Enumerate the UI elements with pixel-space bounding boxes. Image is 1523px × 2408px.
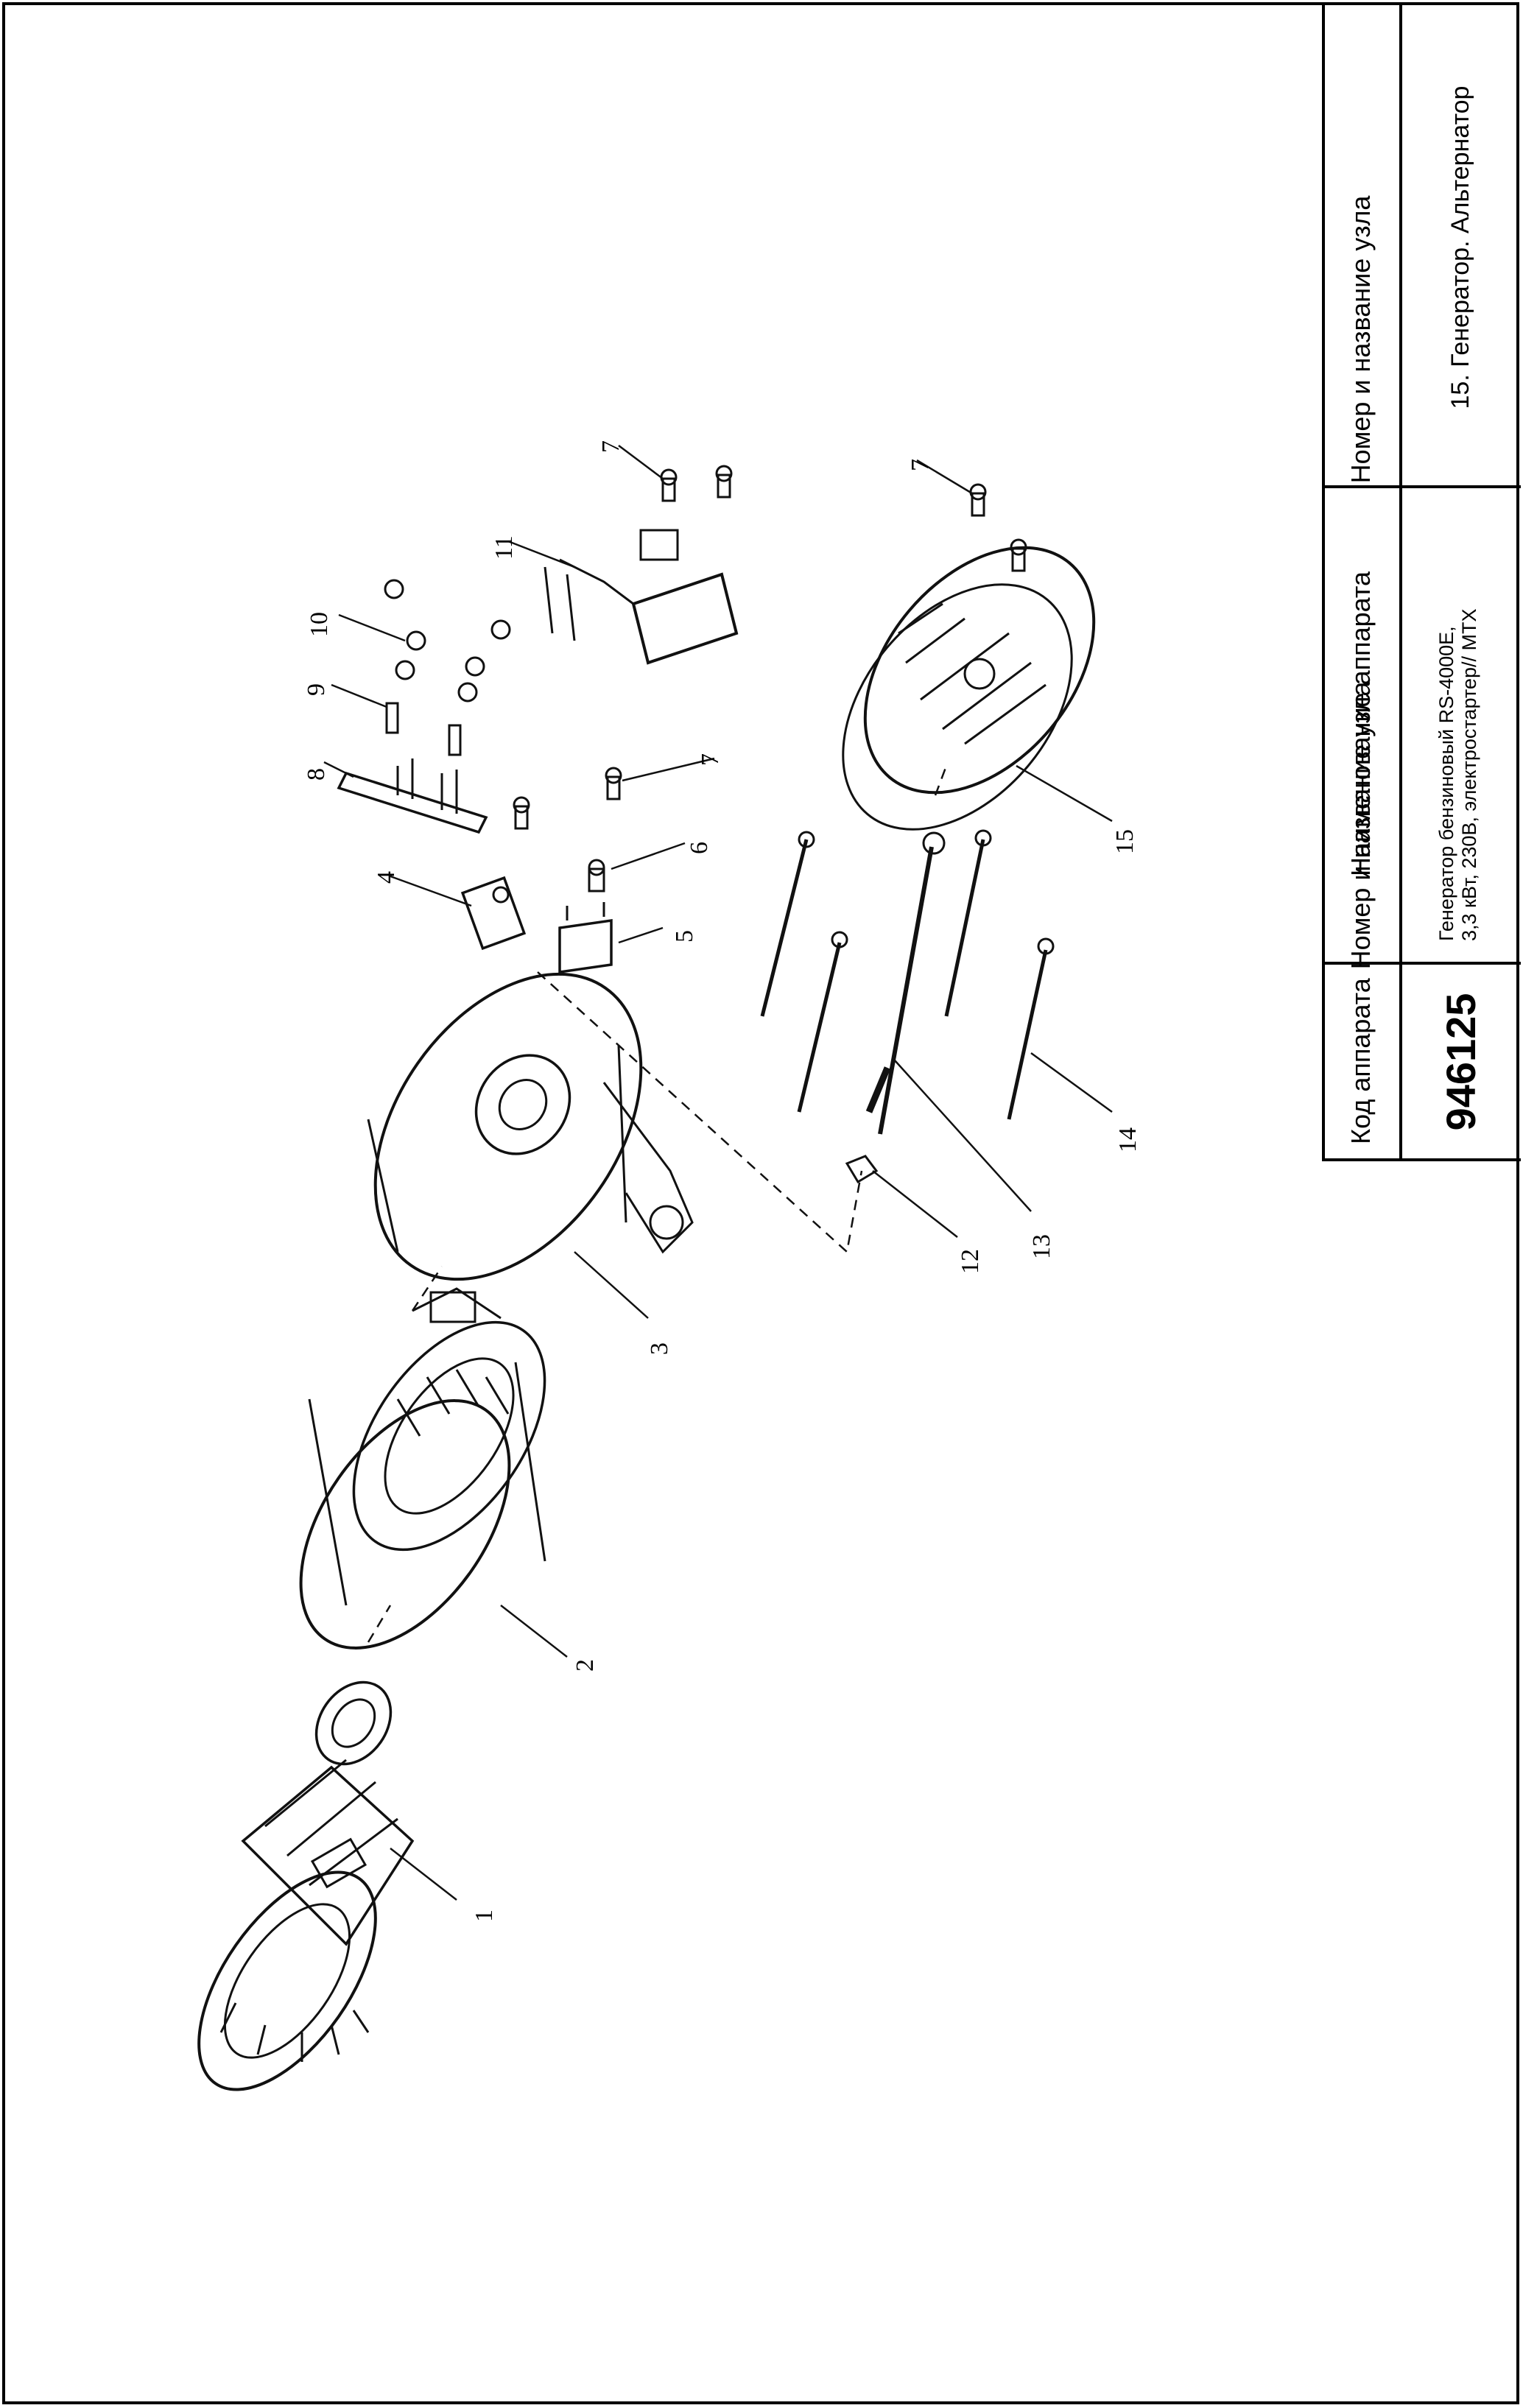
part-7-screws bbox=[513, 465, 1027, 830]
callout-7-right: 7 bbox=[907, 459, 934, 471]
title-block-separator-1 bbox=[1322, 485, 1521, 488]
callout-2: 2 bbox=[571, 1659, 599, 1672]
callout-9: 9 bbox=[303, 683, 330, 696]
part-14-rods bbox=[760, 829, 1055, 1120]
callout-13: 13 bbox=[1028, 1234, 1055, 1259]
part-9-bolts bbox=[385, 702, 462, 756]
part-2-stator bbox=[299, 1287, 546, 1650]
device-name: Генератор бензиновый RS-4000E, 3,3 кВт, … bbox=[1435, 470, 1487, 941]
node-value: 15. Генератор. Альтернатор bbox=[1446, 85, 1474, 409]
device-name-line-2: 3,3 кВт, 230В, электростартер// MTX bbox=[1458, 608, 1480, 941]
callout-6: 6 bbox=[686, 842, 713, 854]
callout-7-middle: 7 bbox=[697, 753, 724, 766]
part-1-rotor bbox=[197, 1680, 415, 2091]
title-block-separator-2 bbox=[1322, 962, 1521, 965]
part-12-nut bbox=[845, 1155, 879, 1184]
title-block-divider bbox=[1399, 2, 1402, 1161]
exploded-view-drawing: 1 2 3 4 5 6 7 7 7 8 9 10 11 12 13 14 15 bbox=[197, 440, 1142, 2091]
callout-4: 4 bbox=[373, 871, 400, 884]
callout-15: 15 bbox=[1111, 829, 1139, 854]
name-header: Наименование аппарата bbox=[1346, 571, 1376, 876]
title-block bbox=[1322, 2, 1521, 1161]
callout-12: 12 bbox=[957, 1249, 984, 1274]
callout-labels: 1 2 3 4 5 6 7 7 7 8 9 10 11 12 13 14 15 bbox=[303, 440, 1142, 1922]
callout-10: 10 bbox=[306, 612, 333, 637]
leader-lines bbox=[323, 445, 1113, 1901]
callout-8: 8 bbox=[303, 768, 330, 781]
part-3-housing bbox=[367, 972, 694, 1281]
callout-14: 14 bbox=[1114, 1127, 1142, 1152]
node-header-label: Номер и название узла bbox=[1346, 195, 1376, 484]
part-8-terminal-board bbox=[337, 758, 488, 834]
callout-5: 5 bbox=[671, 930, 698, 943]
code-header: Код аппарата bbox=[1346, 978, 1376, 1144]
part-13-through-bolt bbox=[865, 831, 946, 1135]
device-name-line-1: Генератор бензиновый RS-4000E, bbox=[1435, 626, 1457, 941]
callout-3: 3 bbox=[646, 1342, 673, 1355]
part-4-brush-holder bbox=[460, 876, 527, 951]
part-5-bracket bbox=[558, 902, 613, 974]
assembly-axis-lines bbox=[367, 765, 948, 1643]
part-6-screw bbox=[588, 859, 605, 893]
callout-11: 11 bbox=[490, 535, 518, 560]
part-15-end-cover bbox=[842, 546, 1096, 831]
part-11-regulator bbox=[544, 529, 739, 665]
callout-7-top: 7 bbox=[597, 440, 625, 453]
device-code: 946125 bbox=[1438, 993, 1484, 1131]
part-10-nuts bbox=[384, 579, 511, 703]
callout-1: 1 bbox=[471, 1909, 498, 1922]
